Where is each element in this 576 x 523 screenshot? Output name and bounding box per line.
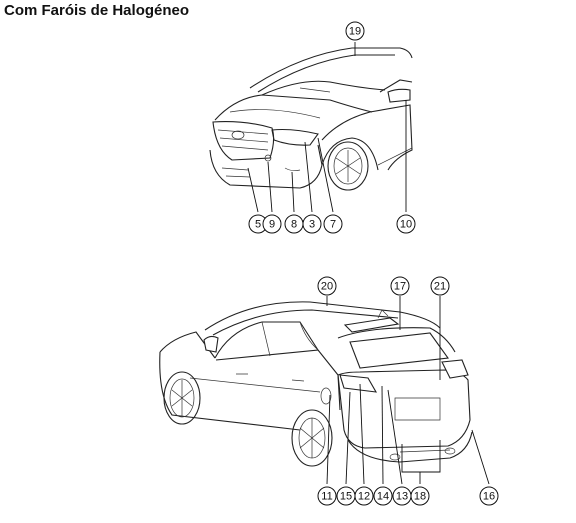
callout-number: 5 — [255, 219, 261, 231]
callout-number: 7 — [330, 219, 336, 231]
callout-rear-11: 11 — [317, 486, 337, 506]
callout-number: 19 — [349, 26, 361, 38]
callout-number: 20 — [321, 281, 333, 293]
callout-front-19: 19 — [345, 21, 365, 41]
callout-rear-16: 16 — [479, 486, 499, 506]
callout-number: 17 — [394, 281, 406, 293]
callout-number: 18 — [414, 491, 426, 503]
callout-number: 11 — [321, 491, 332, 503]
callout-rear-12: 12 — [354, 486, 374, 506]
callout-number: 12 — [358, 491, 370, 503]
callout-front-9: 9 — [262, 214, 282, 234]
callout-rear-21: 21 — [430, 276, 450, 296]
callout-rear-15: 15 — [336, 486, 356, 506]
front-leader-lines — [247, 42, 407, 213]
callout-number: 16 — [483, 491, 495, 503]
callout-rear-20: 20 — [317, 276, 337, 296]
callout-front-8: 8 — [284, 214, 304, 234]
callout-number: 10 — [400, 219, 412, 231]
callout-number: 14 — [377, 491, 389, 503]
callout-front-7: 7 — [323, 214, 343, 234]
callout-rear-18: 18 — [410, 486, 430, 506]
callout-number: 21 — [434, 281, 446, 293]
callout-front-10: 10 — [396, 214, 416, 234]
front-car-illustration — [209, 47, 413, 191]
callout-number: 3 — [309, 219, 315, 231]
rear-car-illustration — [159, 301, 473, 467]
callout-number: 13 — [396, 491, 408, 503]
rear-leader-lines — [326, 296, 490, 485]
callout-number: 8 — [291, 219, 297, 231]
callout-front-3: 3 — [302, 214, 322, 234]
page-title: Com Faróis de Halogéneo — [4, 2, 190, 19]
callout-number: 15 — [340, 491, 352, 503]
callout-rear-13: 13 — [392, 486, 412, 506]
callout-number: 9 — [269, 219, 275, 231]
callout-rear-17: 17 — [390, 276, 410, 296]
callout-rear-14: 14 — [373, 486, 393, 506]
